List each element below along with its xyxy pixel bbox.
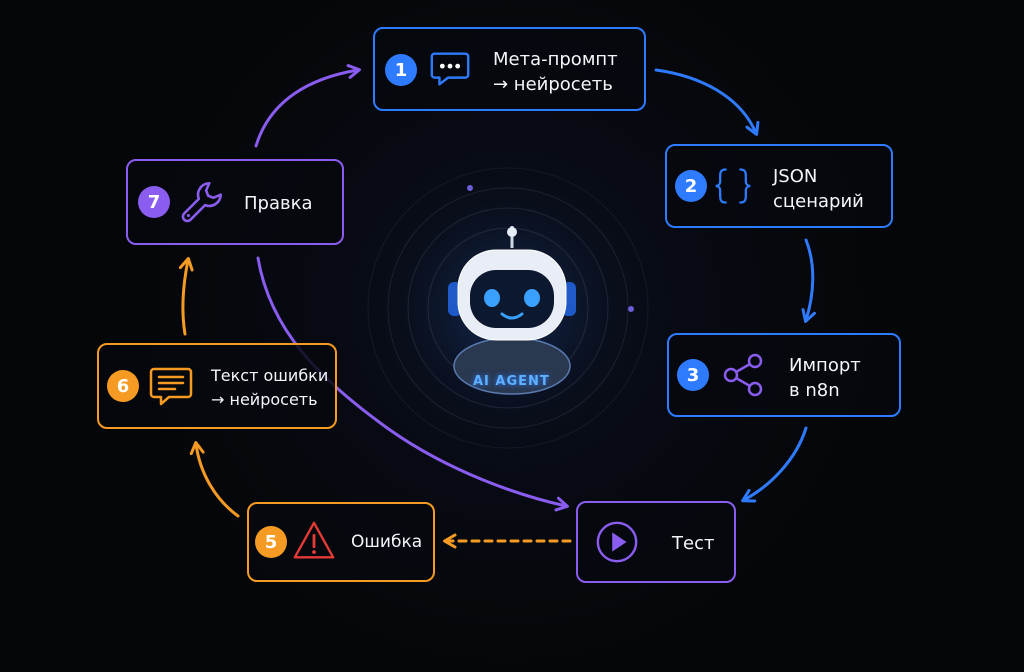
arrow-7-to-1	[254, 64, 361, 148]
node-7-label: Правка	[244, 193, 313, 214]
share-icon	[723, 353, 763, 397]
step-badge-3: 3	[677, 359, 709, 391]
node-4-label: Тест	[672, 533, 715, 554]
node-5-label: Ошибка	[351, 532, 423, 552]
node-3-import-n8n[interactable]: 3 Импорт в n8n	[667, 333, 901, 417]
node-6-label: Текст ошибки → нейросеть	[211, 366, 329, 409]
node-6-error-text[interactable]: 6 Текст ошибки → нейросеть	[97, 343, 337, 429]
node-3-label: Импорт в n8n	[789, 355, 861, 401]
node-1-meta-prompt[interactable]: 1 Мета-промпт → нейросеть	[373, 27, 646, 111]
robot-icon	[448, 226, 576, 395]
arrow-2-to-3	[801, 238, 816, 323]
warning-icon	[293, 521, 335, 559]
arrow-6-to-7	[178, 257, 194, 336]
step-badge-2: 2	[675, 170, 707, 202]
node-7-fix[interactable]: 7 Правка	[126, 159, 344, 245]
step-badge-1: 1	[385, 54, 417, 86]
step-badge-6: 6	[107, 370, 139, 402]
arrow-3-to-4	[741, 426, 808, 503]
step-badge-7: 7	[138, 186, 170, 218]
step-badge-5: 5	[255, 526, 287, 558]
play-icon	[596, 521, 638, 563]
arrow-1-to-2	[654, 68, 760, 136]
arrow-5-to-6	[189, 441, 240, 518]
message-lines-icon	[149, 367, 193, 406]
node-4-test[interactable]: Тест	[576, 501, 736, 583]
node-2-json-scenario[interactable]: 2 JSON сценарий	[665, 144, 893, 228]
node-5-error[interactable]: 5 Ошибка	[247, 502, 435, 582]
curly-braces-icon	[715, 168, 751, 204]
node-1-label: Мета-промпт → нейросеть	[493, 49, 618, 95]
arrow-7-to-4	[256, 256, 569, 512]
chat-dots-icon	[430, 52, 470, 86]
robot-label: AI AGENT	[473, 374, 550, 389]
wrench-icon	[181, 181, 223, 223]
node-2-label: JSON сценарий	[773, 166, 864, 212]
